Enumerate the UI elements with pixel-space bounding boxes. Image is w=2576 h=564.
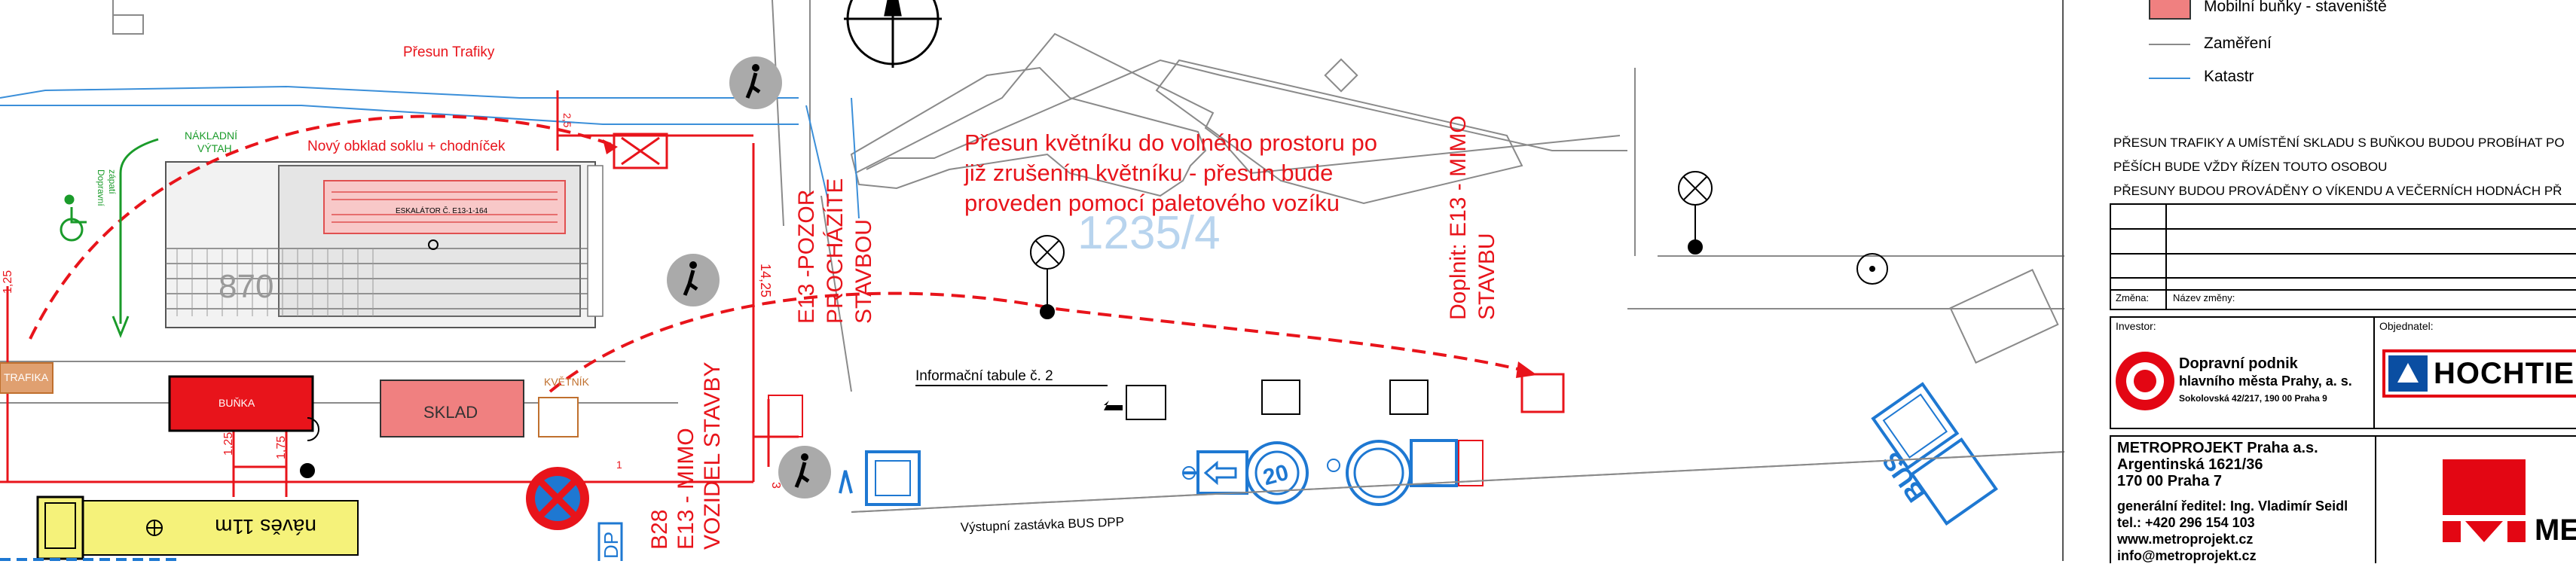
movement-arcs (29, 114, 1534, 393)
change-label: Změna: (2116, 292, 2150, 303)
kvetnik-label: KVĚTNÍK (544, 376, 590, 388)
dim-2-5: 2,5 (561, 113, 573, 128)
e13-pozor-1: E13 -POZOR (794, 190, 819, 324)
trailer (0, 495, 359, 561)
info-board (768, 380, 1429, 437)
note-line-3: PŘESUNY BUDOU PROVÁDĚNY O VÍKENDU A VEČE… (2113, 184, 2562, 198)
arrow-head-icon (1516, 361, 1537, 378)
legend-survey-label: Zaměření (2204, 35, 2272, 52)
dim-14-25: 14,25 (758, 264, 773, 297)
designer-line-7: info@metroprojekt.cz (2117, 548, 2257, 563)
designer-line-5: tel.: +420 296 154 103 (2117, 515, 2255, 530)
relocation-note-2: již zrušením květníku - přesun bude (964, 160, 1333, 186)
traffic-signs (839, 382, 1998, 526)
relocation-note-1: Přesun květníku do volného prostoru po (964, 130, 1377, 156)
investor-name-1: Dopravní podnik (2179, 355, 2298, 372)
info-board-label: Informační tabule č. 2 (915, 368, 1053, 384)
investor-name-2: hlavního města Prahy, a. s. (2179, 373, 2352, 389)
change-name-label: Název změny: (2173, 292, 2235, 303)
note-line-1: PŘESUN TRAFIKY A UMÍSTĚNÍ SKLADU S BUŇKO… (2113, 136, 2565, 150)
novy-obklad-label: Nový obklad soklu + chodníček (307, 139, 506, 154)
investor-block: Investor: Dopravní podnik hlavního města… (2110, 316, 2375, 429)
station-building (165, 161, 604, 328)
sklad-label: SKLAD (423, 403, 478, 422)
site-plan: ESKALÁTOR Č. E13-1-164 870 1235/4 (0, 0, 2064, 561)
dp-sign (597, 522, 623, 561)
e13-pozor-2: PROCHÁZÍTE (823, 178, 848, 324)
dp-label: DP (600, 532, 622, 559)
revision-table: Změna: Název změny: (2110, 203, 2576, 310)
legend-mobile-swatch (2149, 0, 2191, 20)
cadastre-lines (0, 85, 860, 219)
investor-address: Sokolovská 42/217, 190 00 Praha 9 (2179, 393, 2327, 404)
disabled-access-label-2: zápatí (107, 169, 118, 194)
dim-3: 3 (769, 482, 782, 489)
kvetnik-box (538, 397, 579, 437)
disabled-access-label-1: Dopravní (96, 169, 106, 206)
investor-label: Investor: (2116, 320, 2156, 332)
trafika-label: TRAFIKA (4, 371, 49, 383)
vytah-label: VÝTAH (197, 142, 232, 154)
hochtief-logo: HOCHTIEF (2382, 349, 2576, 398)
building-number: 870 (218, 268, 273, 305)
client-label: Objednatel: (2379, 320, 2434, 332)
dim-1: 1 (616, 459, 622, 471)
pedestrian-icon (778, 446, 831, 498)
b28-2: E13 - MIMO (674, 428, 698, 550)
b28-1: B28 (647, 510, 672, 550)
dim-1-75: 1,75 (275, 436, 288, 459)
designer-line-6: www.metroprojekt.cz (2117, 532, 2254, 547)
dpp-logo-icon (2116, 352, 2174, 410)
bunka-box (168, 375, 314, 432)
designer-line-2: Argentinská 1621/36 (2117, 456, 2263, 473)
lamp-post-icon (1678, 171, 1713, 255)
trafika-box (0, 362, 53, 394)
arrow-head-icon (603, 139, 618, 154)
removed-item-icon (613, 133, 668, 169)
speed-limit-label: 20 (1260, 460, 1291, 491)
title-panel: Mobilní buňky - staveniště Zaměření Kata… (2064, 0, 2576, 563)
pedestrian-icon (729, 56, 782, 109)
bus-stop-label: Výstupní zastávka BUS DPP (960, 514, 1124, 535)
designer-line-3: 170 00 Praha 7 (2117, 473, 2222, 489)
designer-line-4: generální ředitel: Ing. Vladimír Seidl (2117, 498, 2348, 514)
green-move-arrow (112, 138, 159, 339)
client-block: Objednatel: HOCHTIEF (2373, 316, 2576, 429)
legend-cadastre-label: Katastr (2204, 68, 2254, 85)
parcel-number: 1235/4 (1077, 207, 1221, 259)
post-icon (300, 253, 1888, 478)
site-boundary (0, 90, 799, 497)
legend-mobile-label: Mobilní buňky - staveniště (2204, 0, 2387, 15)
designer-line-1: METROPROJEKT Praha a.s. (2117, 440, 2318, 456)
new-kvetnik-box (1520, 373, 1565, 413)
compass-icon (844, 0, 942, 68)
dim-1-25: 1,25 (222, 432, 235, 456)
legend-survey-line (2149, 44, 2190, 45)
designer-block: METROPROJEKT Praha a.s. Argentinská 1621… (2110, 435, 2576, 563)
e13-pozor-3: STAVBOU (851, 219, 876, 324)
pedestrian-icon (667, 254, 720, 306)
note-line-2: PĚŠÍCH BUDE VŽDY ŘÍZEN TOUTO OSOBOU (2113, 160, 2388, 174)
sklad-box (380, 380, 524, 437)
metroprojekt-logo-icon (2443, 459, 2526, 542)
hochtief-emblem-icon (2388, 355, 2428, 392)
doplnit-2: STAVBU (1474, 233, 1499, 320)
disabled-access-icon (60, 194, 87, 242)
relocation-note-3: proveden pomocí paletového vozíku (964, 190, 1340, 216)
b28-3: VOZIDEL STAVBY (700, 361, 725, 550)
trailer-label: návěs 11m (215, 515, 316, 538)
dim-1-25-left: 1,25 (2, 270, 14, 294)
presun-trafiky-label: Přesun Trafiky (403, 44, 495, 60)
metroprojekt-wordmark: MET (2535, 514, 2576, 547)
doplnit-1: Doplnit: E13 - MIMO (1446, 115, 1471, 320)
legend-cadastre-line (2149, 78, 2190, 79)
client-name: HOCHTIEF (2434, 357, 2576, 390)
escalator-label: ESKALÁTOR Č. E13-1-164 (396, 206, 488, 215)
lamp-post-icon (1030, 235, 1065, 319)
no-stopping-sign-icon (526, 467, 589, 530)
nakladni-label: NÁKLADNÍ (185, 130, 237, 142)
bunka-label: BUŇKA (218, 397, 255, 409)
